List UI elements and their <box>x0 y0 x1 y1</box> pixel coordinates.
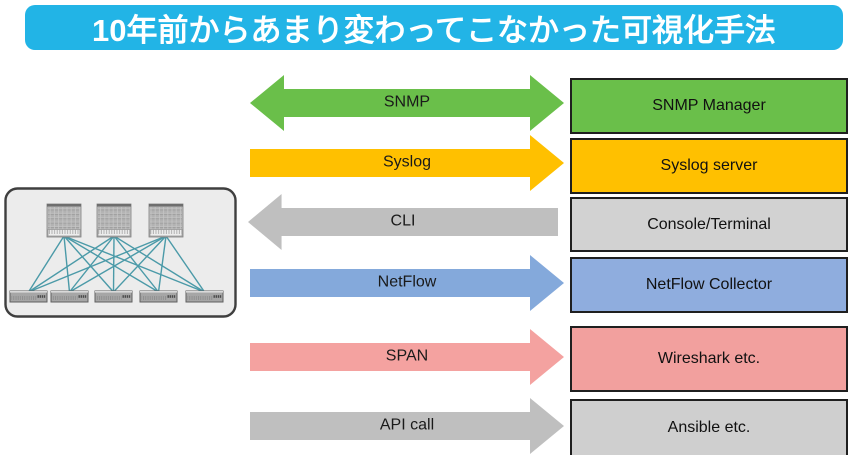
api-call-arrow-label: API call <box>379 416 435 434</box>
syslog-arrow-label: Syslog <box>382 153 432 171</box>
right-arrow-icon <box>250 398 564 454</box>
spine-switches <box>46 203 184 238</box>
topology-links <box>27 235 206 293</box>
wireshark-box: Wireshark etc. <box>570 326 848 392</box>
network-topology-diagram <box>4 187 237 318</box>
leaf-switch <box>185 290 224 303</box>
snmp-arrow: SNMP <box>250 75 564 131</box>
leaf-switch <box>50 290 89 303</box>
right-arrow-icon <box>250 255 564 311</box>
leaf-switches <box>9 290 224 303</box>
spine-switch <box>96 203 132 238</box>
span-arrow-label: SPAN <box>385 347 429 365</box>
right-arrow-icon <box>250 329 564 385</box>
double-arrow-icon <box>250 75 564 131</box>
netflow-arrow: NetFlow <box>250 255 564 311</box>
cli-arrow-label: CLI <box>390 212 416 230</box>
api-call-arrow: API call <box>250 398 564 454</box>
syslog-server-box: Syslog server <box>570 138 848 194</box>
console-terminal-box: Console/Terminal <box>570 197 848 252</box>
left-arrow-icon <box>248 194 558 250</box>
span-arrow: SPAN <box>250 329 564 385</box>
netflow-collector-box: NetFlow Collector <box>570 257 848 313</box>
page-title: 10年前からあまり変わってこなかった可視化手法 <box>92 13 776 48</box>
right-arrow-icon <box>250 135 564 191</box>
spine-switch <box>148 203 184 238</box>
snmp-manager-box: SNMP Manager <box>570 78 848 134</box>
title-banner: 10年前からあまり変わってこなかった可視化手法 <box>25 5 843 50</box>
netflow-arrow-label: NetFlow <box>377 273 437 291</box>
spine-switch <box>46 203 82 238</box>
ansible-box: Ansible etc. <box>570 399 848 455</box>
cli-arrow: CLI <box>248 194 558 250</box>
leaf-switch <box>139 290 178 303</box>
leaf-switch <box>9 290 48 303</box>
syslog-arrow: Syslog <box>250 135 564 191</box>
snmp-arrow-label: SNMP <box>383 93 431 111</box>
leaf-switch <box>94 290 133 303</box>
